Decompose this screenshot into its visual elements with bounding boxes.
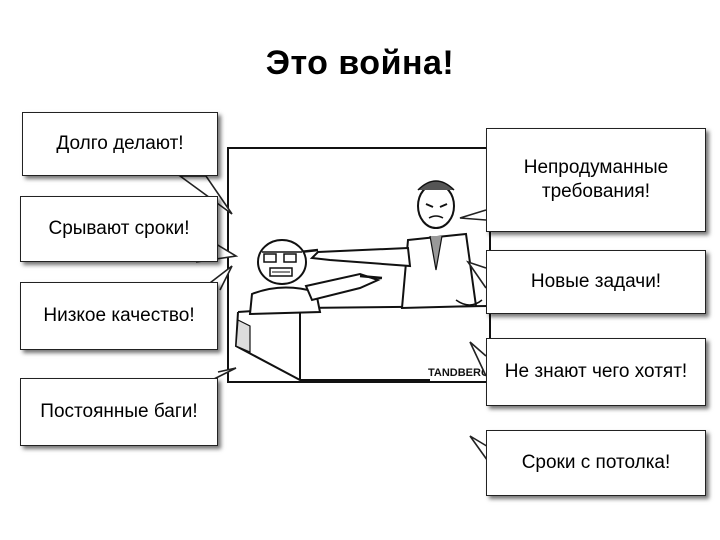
speech-bubble-arbitrary-deadlines: Сроки с потолка! (486, 430, 706, 496)
speech-bubble-long-work: Долго делают! (22, 112, 218, 176)
speech-bubble-bad-requirements: Непродуманные требования! (486, 128, 706, 232)
cartoon-signature: TANDBERG (428, 367, 490, 379)
speech-bubble-new-tasks: Новые задачи! (486, 250, 706, 314)
speech-bubble-missed-deadlines: Срывают сроки! (20, 196, 218, 262)
slide-title: Это война! (265, 44, 455, 82)
speech-bubble-constant-bugs: Постоянные баги! (20, 378, 218, 446)
speech-bubble-unclear-wants: Не знают чего хотят! (486, 338, 706, 406)
speech-bubble-low-quality: Низкое качество! (20, 282, 218, 350)
